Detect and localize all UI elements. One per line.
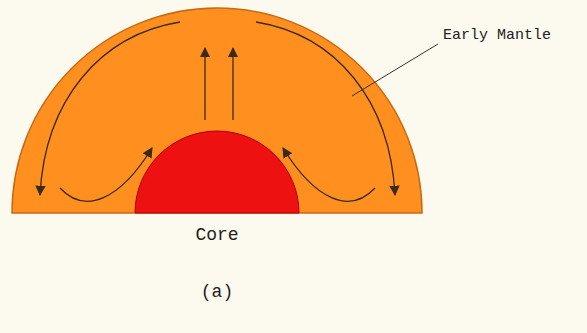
downwelling-arrow [40, 22, 180, 195]
figure-label: (a) [201, 283, 233, 303]
upwelling-arrow [232, 48, 233, 120]
mantle-halfdisk [12, 8, 422, 213]
core-halfdisk [135, 131, 299, 213]
upwelling-arrow [204, 48, 205, 120]
part-label: Early Mantle [443, 28, 551, 45]
downwelling-arrow [256, 22, 395, 195]
return-arrow [60, 148, 152, 201]
leader-line [352, 44, 438, 96]
part-label: Core [195, 226, 238, 246]
return-arrow [283, 148, 375, 201]
convection-arrows [40, 22, 395, 201]
